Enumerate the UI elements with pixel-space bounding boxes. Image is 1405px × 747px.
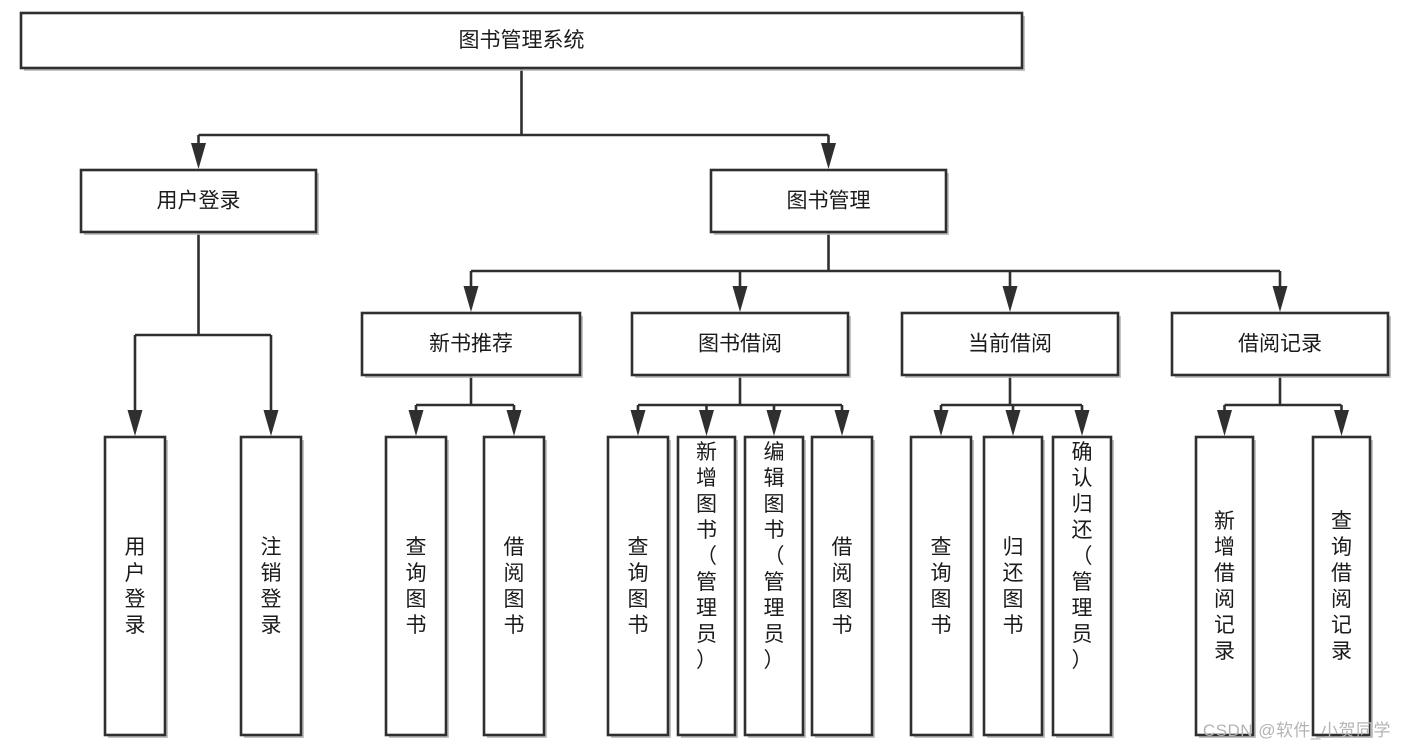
arrow-head <box>191 143 206 169</box>
connector-book-borrow <box>630 375 850 436</box>
arrow-head <box>1334 410 1349 436</box>
arrow-head <box>630 410 646 436</box>
node-leaf-edit-book-admin[interactable]: 编辑图书（管理员） <box>743 435 806 738</box>
node-book-borrow[interactable]: 图书借阅 <box>630 311 851 378</box>
node-label: 注销登录 <box>261 536 282 637</box>
node-label: 用户登录 <box>157 190 241 213</box>
arrow-head <box>1217 410 1232 436</box>
node-label: 新增图书（管理员） <box>696 441 717 672</box>
arrow-head <box>1074 410 1090 436</box>
node-label: 编辑图书（管理员） <box>764 441 785 672</box>
connector-user-login <box>127 232 279 436</box>
arrow-head <box>506 410 522 436</box>
node-leaf-query-book-recommend[interactable]: 查询图书 <box>384 435 449 738</box>
connector-new-book-recommend <box>408 375 522 436</box>
node-box[interactable] <box>1311 435 1372 737</box>
node-label: 查询图书 <box>406 536 427 637</box>
connector-book-manage <box>463 232 1288 312</box>
node-leaf-query-borrow-record[interactable]: 查询借阅记录 <box>1311 435 1373 738</box>
node-label: 借阅图书 <box>504 536 525 637</box>
node-label: 新书推荐 <box>429 333 513 356</box>
node-box[interactable] <box>384 435 448 737</box>
arrow-head <box>766 410 782 436</box>
node-leaf-query-book-borrow[interactable]: 查询图书 <box>606 435 671 738</box>
node-label: 用户登录 <box>125 536 146 637</box>
node-box[interactable] <box>900 311 1120 377</box>
node-box[interactable] <box>743 435 805 737</box>
node-box[interactable] <box>1194 435 1255 737</box>
node-box[interactable] <box>19 11 1024 70</box>
node-label: 借阅记录 <box>1238 333 1322 356</box>
node-book-manage[interactable]: 图书管理 <box>709 168 949 235</box>
arrow-head <box>1002 286 1018 312</box>
node-label: 图书借阅 <box>698 333 782 356</box>
node-label: 新增借阅记录 <box>1214 510 1235 663</box>
node-box[interactable] <box>79 168 318 234</box>
node-label: 归还图书 <box>1003 536 1024 637</box>
node-new-book-recommend[interactable]: 新书推荐 <box>360 311 583 378</box>
arrow-head <box>263 410 279 436</box>
node-box[interactable] <box>810 435 874 737</box>
node-label: 确认归还（管理员） <box>1072 441 1093 672</box>
node-box[interactable] <box>909 435 973 737</box>
node-leaf-add-borrow-record[interactable]: 新增借阅记录 <box>1194 435 1256 738</box>
connector-borrow-record <box>1217 375 1349 436</box>
node-leaf-borrow-book-recommend[interactable]: 借阅图书 <box>482 435 547 738</box>
node-leaf-user-login[interactable]: 用户登录 <box>103 435 168 738</box>
node-box[interactable] <box>709 168 948 234</box>
node-box[interactable] <box>103 435 167 737</box>
connector-root <box>191 68 836 169</box>
arrow-head <box>463 286 479 312</box>
arrow-head <box>127 410 143 436</box>
node-box[interactable] <box>676 435 737 737</box>
node-box[interactable] <box>1051 435 1113 737</box>
node-label: 查询图书 <box>931 536 952 637</box>
node-label: 图书管理系统 <box>459 29 585 52</box>
node-leaf-return-book[interactable]: 归还图书 <box>982 435 1045 738</box>
node-box[interactable] <box>482 435 546 737</box>
node-layer: 图书管理系统用户登录图书管理新书推荐图书借阅当前借阅借阅记录用户登录注销登录查询… <box>19 11 1391 738</box>
arrow-head <box>1272 286 1288 312</box>
connector-current-borrow <box>933 375 1090 436</box>
node-box[interactable] <box>1170 311 1390 377</box>
node-box[interactable] <box>239 435 303 737</box>
node-borrow-record[interactable]: 借阅记录 <box>1170 311 1391 378</box>
arrow-head <box>1005 410 1021 436</box>
node-leaf-add-book-admin[interactable]: 新增图书（管理员） <box>676 435 738 738</box>
arrow-head <box>699 410 714 436</box>
arrow-head <box>834 410 850 436</box>
node-label: 当前借阅 <box>968 333 1052 356</box>
node-label: 图书管理 <box>787 190 871 213</box>
node-user-login[interactable]: 用户登录 <box>79 168 319 235</box>
node-leaf-logout[interactable]: 注销登录 <box>239 435 304 738</box>
node-box[interactable] <box>982 435 1044 737</box>
node-box[interactable] <box>606 435 670 737</box>
node-root-root[interactable]: 图书管理系统 <box>19 11 1025 71</box>
node-leaf-query-book-current[interactable]: 查询图书 <box>909 435 974 738</box>
node-leaf-borrow-book[interactable]: 借阅图书 <box>810 435 875 738</box>
node-label: 查询图书 <box>628 536 649 637</box>
arrow-head <box>408 410 424 436</box>
arrow-head <box>821 143 836 169</box>
connector-layer <box>127 68 1349 436</box>
arrow-head <box>933 410 949 436</box>
node-current-borrow[interactable]: 当前借阅 <box>900 311 1121 378</box>
node-label: 查询借阅记录 <box>1331 510 1352 663</box>
node-leaf-confirm-return-admin[interactable]: 确认归还（管理员） <box>1051 435 1114 738</box>
node-label: 借阅图书 <box>832 536 853 637</box>
node-box[interactable] <box>360 311 582 377</box>
node-box[interactable] <box>630 311 850 377</box>
arrow-head <box>732 286 748 312</box>
